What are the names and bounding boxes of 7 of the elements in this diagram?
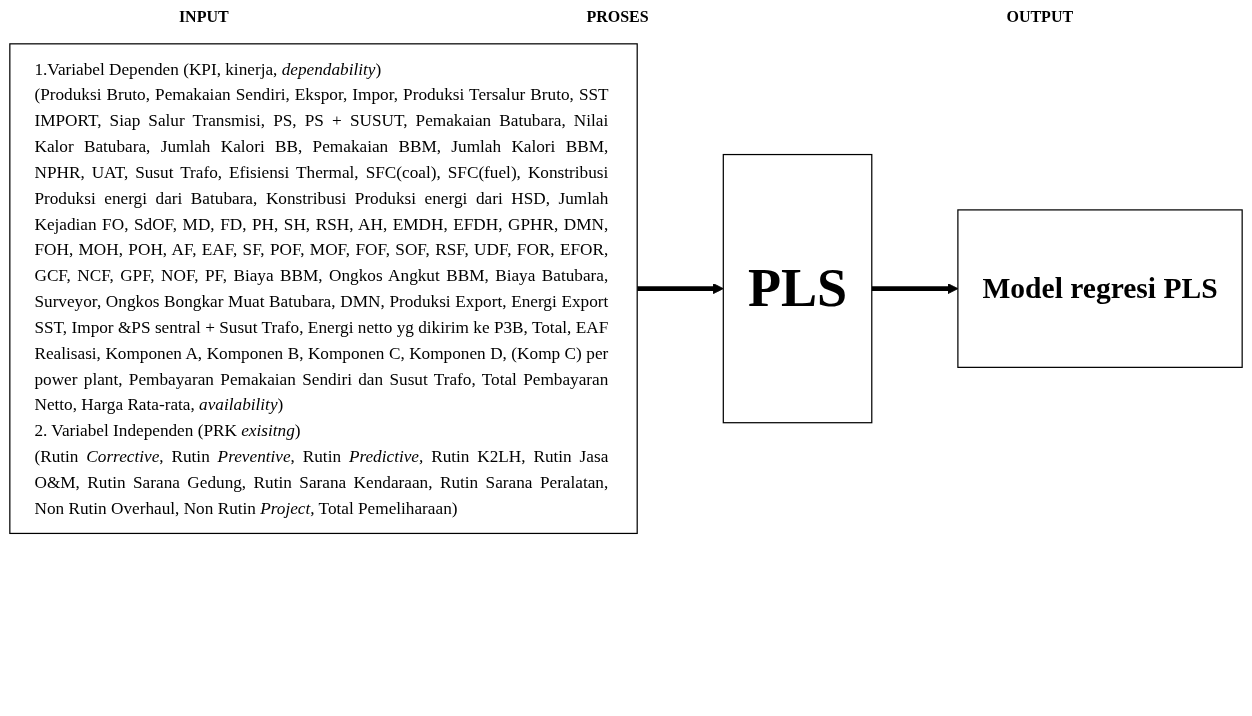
arrow: [637, 283, 724, 295]
column-heading: PROSES: [585, 7, 650, 27]
node-box: Model regresi PLS: [957, 209, 1243, 368]
node-box: PLS: [722, 153, 873, 424]
column-heading: INPUT: [177, 7, 230, 27]
column-heading: OUTPUT: [1005, 7, 1075, 27]
node-box: 1.Variabel Dependen (KPI, kinerja, dependability) (Produksi Bruto, Pemakaian Sendiri, Ekspor, Impor, Produksi Tersalur Bruto, SST IMPORT, Siap Salur Transmisi, PS, PS + SUSUT, Pemakaian Batubara, Nilai Kalor Batubara, Jumlah Kalori BB, Pemakaian BBM, Jumlah Kalori BBM, NPHR, UAT, Susut Trafo, Efisiensi Thermal, SFC(coal), SFC(fuel), Konstribusi Produksi energi dari Batubara, Konstribusi Produksi energi dari HSD, Jumlah Kejadian FO, SdOF, MD, FD, PH, SH, RSH, AH, EMDH, EFDH, GPHR, DMN, FOH, MOH, POH, AF, EAF, SF, POF, MOF, FOF, SOF, RSF, UDF, FOR, EFOR, GCF, NCF, GPF, NOF, PF, Biaya BBM, Ongkos Angkut BBM, Biaya Batubara, Surveyor, Ongkos Bongkar Muat Batubara, DMN, Produksi Export, Energi Export SST, Impor &PS sentral + Susut Trafo, Energi netto yg dikirim ke P3B, Total, EAF Realisasi, Komponen A, Komponen B, Komponen C, Komponen D, (Komp C) per power plant, Pembayaran Pemakaian Sendiri dan Susut Trafo, Total Pembayaran Netto, Harga Rata-rata, availability) 2. Variabel Independen (PRK exisitng) (Rutin Corrective, Rutin Preventive, Rutin Predictive, Rutin K2LH, Rutin Jasa O&M, Rutin Sarana Gedung, Rutin Sarana Kendaraan, Rutin Sarana Peralatan, Non Rutin Overhaul, Non Rutin Project, Total Pemeliharaan): [9, 43, 638, 535]
